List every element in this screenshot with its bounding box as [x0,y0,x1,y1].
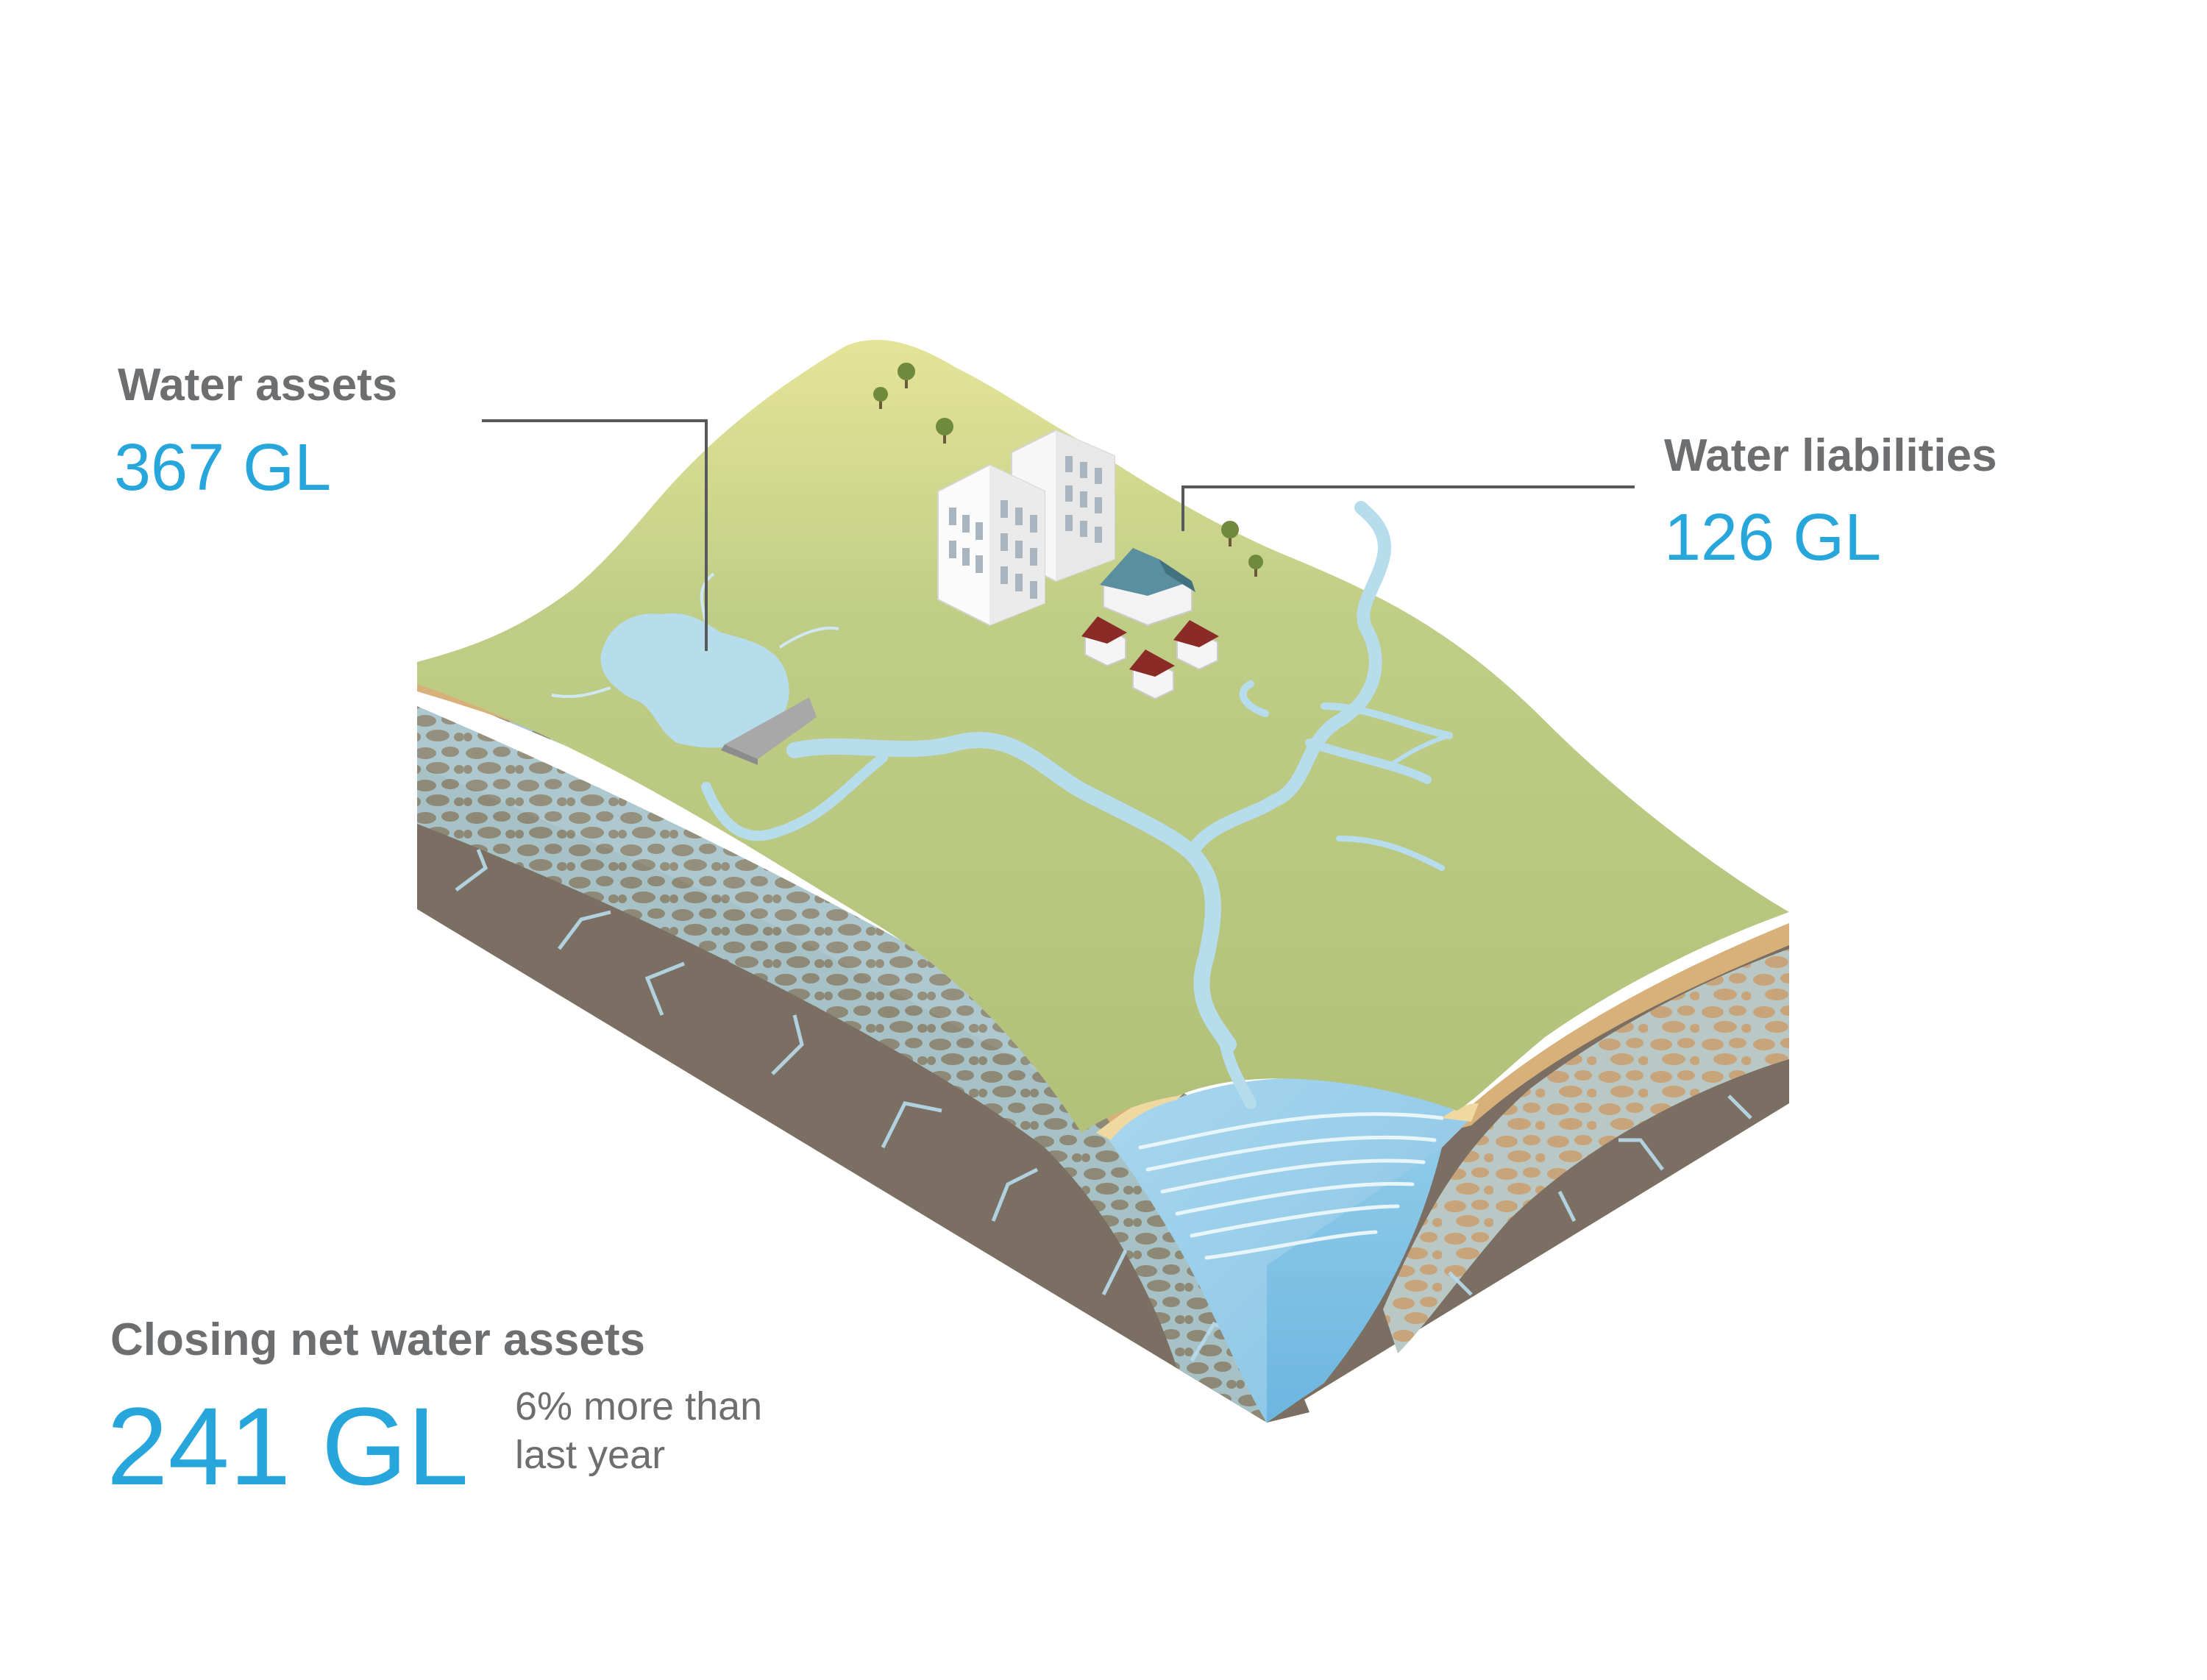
net-assets-change-note: 6% more than last year [515,1383,762,1480]
assets-title: Water assets [118,360,398,410]
assets-value: 367 GL [114,431,332,505]
note-line-2: last year [515,1432,666,1477]
house-icon [1081,616,1219,700]
warehouse-icon [1100,548,1195,627]
right-soil-face [1267,923,1789,1423]
assets-leader-line [482,419,708,651]
net-assets-value: 241 GL [107,1384,469,1508]
liabilities-value: 126 GL [1664,501,1882,574]
note-line-1: 6% more than [515,1384,763,1428]
office-buildings-icon [937,429,1115,627]
liabilities-leader-line [1181,485,1635,531]
grass-surface [417,339,1789,1133]
river-mouth-water [1096,1078,1479,1423]
reservoir-icon [551,572,839,748]
liabilities-title: Water liabilities [1664,430,1997,481]
river-icon [701,501,1453,1109]
leader-lines [482,419,1635,651]
dam-icon [721,697,817,765]
net-assets-title: Closing net water assets [110,1314,646,1365]
tree-icon [873,363,1263,577]
